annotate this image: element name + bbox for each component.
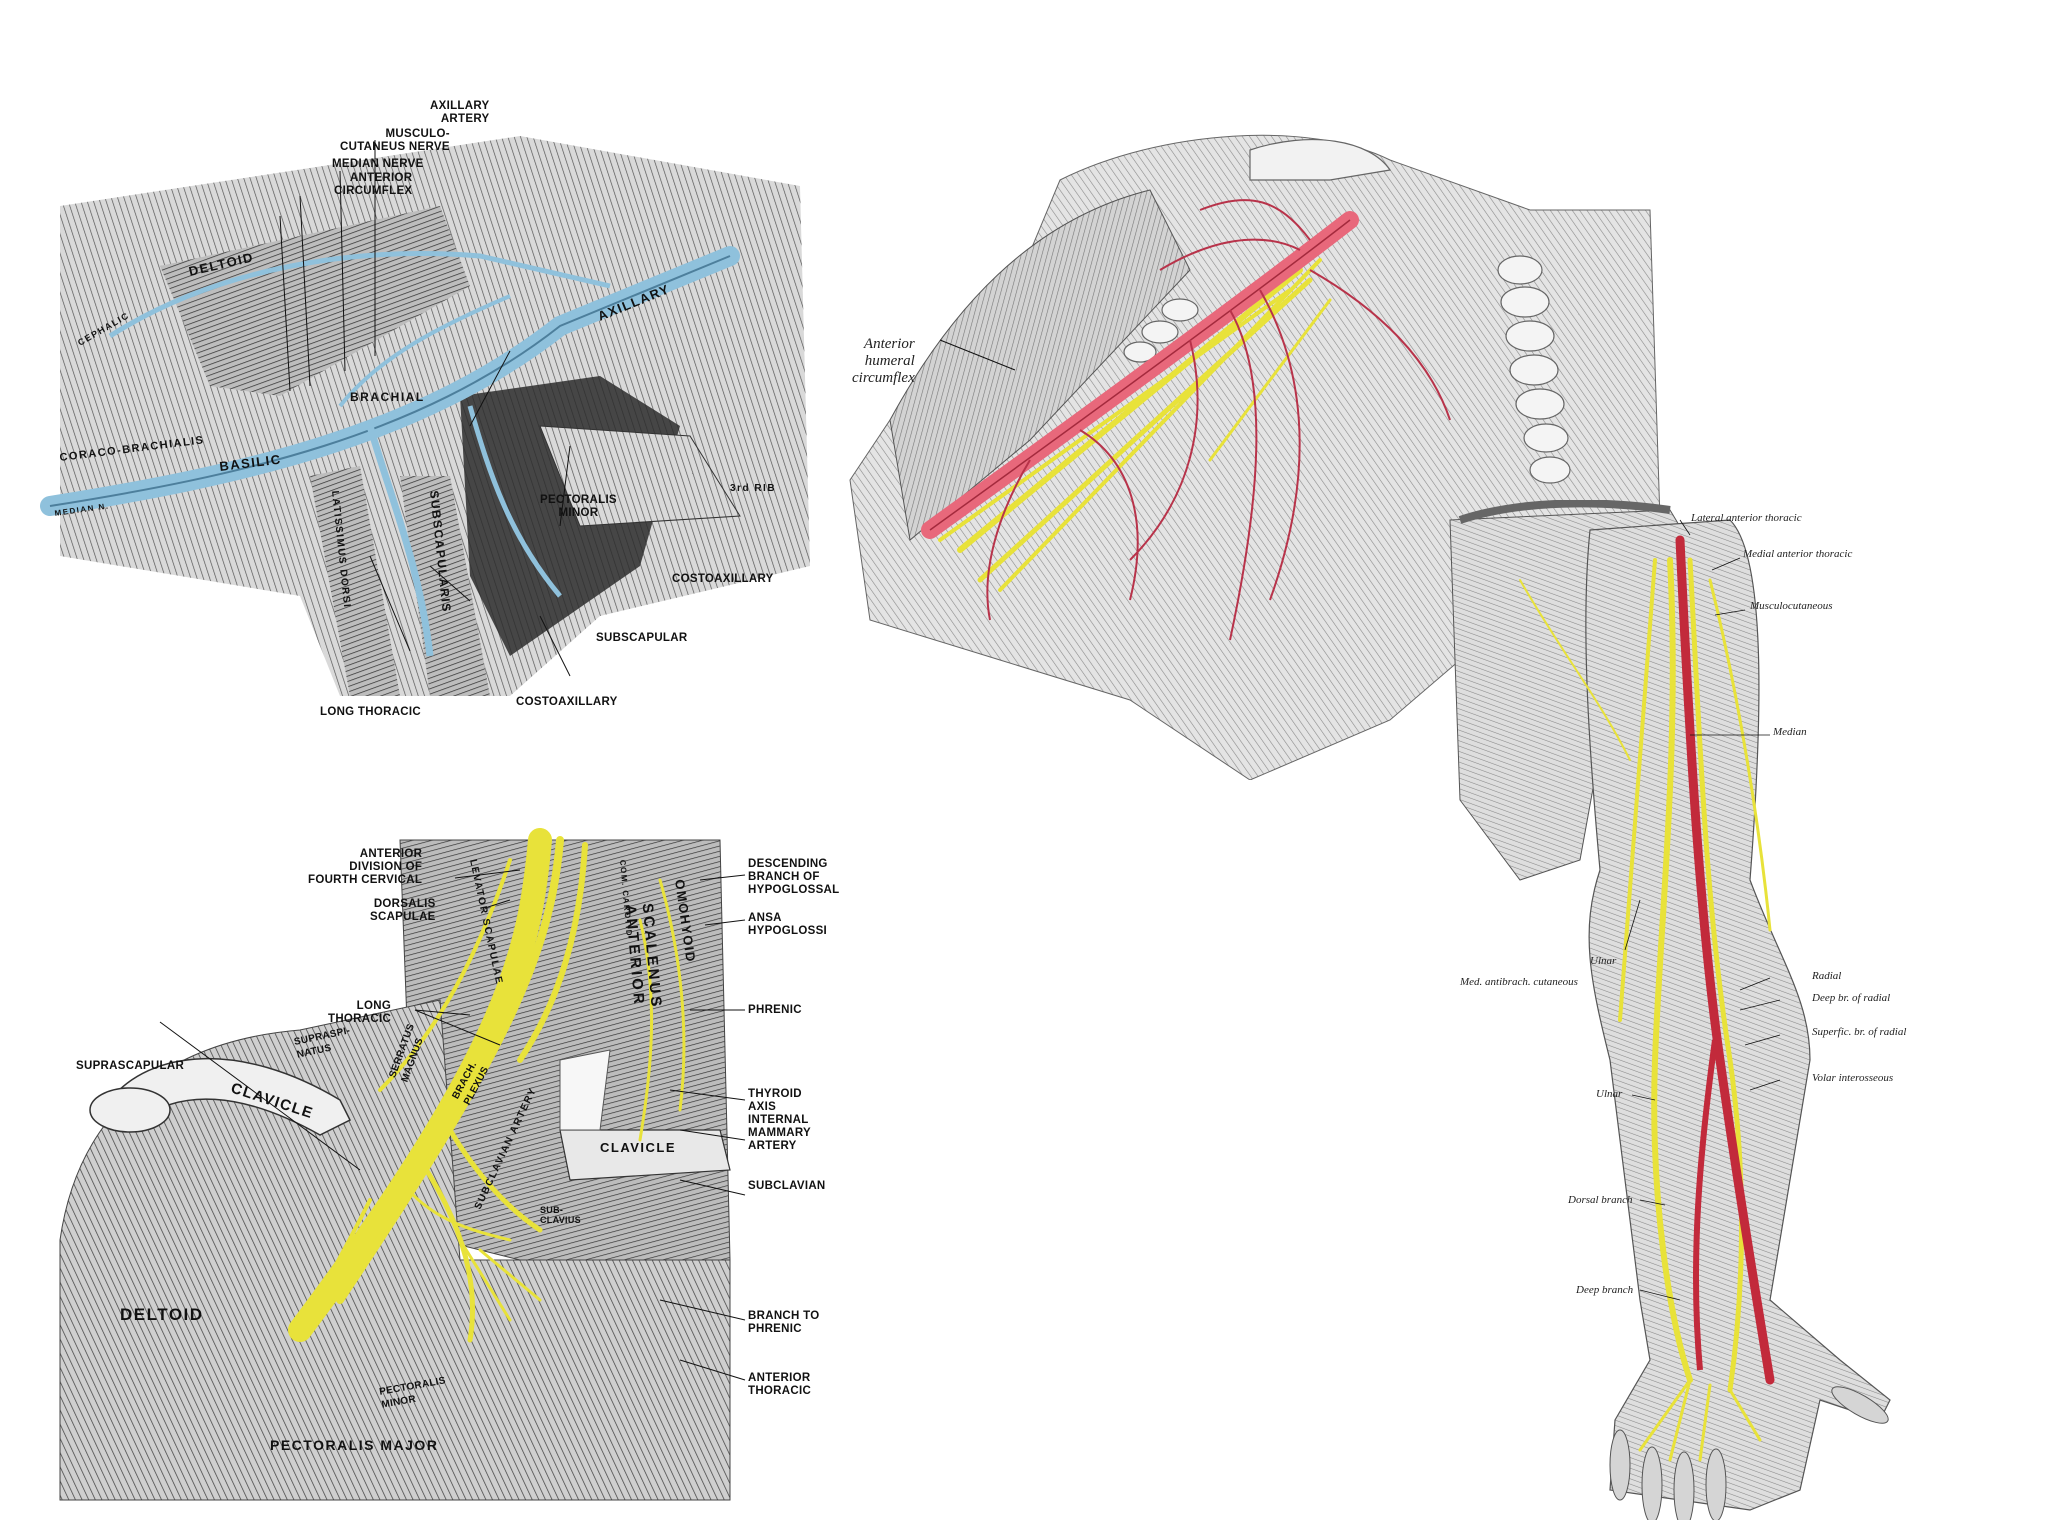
fingers <box>1609 1386 1889 1520</box>
clavicle-top <box>1458 500 1671 524</box>
brachial-plexus-nerves <box>938 258 1332 592</box>
label-radial: Radial <box>1812 970 1842 982</box>
label-anterior-humeral-circumflex: Anterior humeral circumflex <box>852 336 915 386</box>
label-pectoralis-major: PECTORALIS MAJOR <box>270 1437 438 1453</box>
label-subscapular: SUBSCAPULAR <box>596 632 688 644</box>
label-descending-branch: DESCENDING BRANCH OF HYPOGLOSSAL <box>748 858 840 896</box>
label-deep-branch: Deep branch <box>1576 1284 1634 1296</box>
deltoid-region <box>889 189 1191 541</box>
arm-illustration <box>1449 500 1891 1520</box>
label-ansa-hypoglossi: ANSA HYPOGLOSSI <box>748 912 828 937</box>
label-ulnar-lower: Ulnar <box>1596 1088 1623 1100</box>
label-thyroid-axis: THYROID AXIS <box>748 1088 802 1113</box>
vein-outline <box>49 255 731 507</box>
label-axillary-artery: AXILLARY ARTERY <box>430 100 490 125</box>
axilla-illustration: DELTOID CEPHALIC AXILLARY BRACHIAL CORAC… <box>40 136 810 696</box>
label-dorsal-branch: Dorsal branch <box>1568 1194 1633 1206</box>
label-branch-to-phrenic: BRANCH TO PHRENIC <box>748 1310 820 1335</box>
label-clavicle-right: CLAVICLE <box>600 1140 676 1155</box>
label-median-nerve: MEDIAN NERVE <box>332 158 424 170</box>
label-medial-anterior-thoracic: Medial anterior thoracic <box>1743 548 1853 560</box>
label-costoaxillary-bottom: COSTOAXILLARY <box>516 696 618 708</box>
label-superfic-br-radial: Superfic. br. of radial <box>1812 1026 1907 1038</box>
label-costoaxillary-right: COSTOAXILLARY <box>672 573 774 585</box>
arm-outline <box>1585 519 1891 1511</box>
subscapularis-muscle <box>400 476 490 696</box>
label-median: Median <box>1773 726 1807 738</box>
clavicle-end <box>89 1087 171 1133</box>
ulnar-artery <box>1692 1039 1718 1371</box>
costoaxillary-vein <box>467 405 562 598</box>
brachial-radial-artery <box>1675 535 1775 1385</box>
leader-lines <box>159 869 746 1381</box>
label-brachial: BRACHIAL <box>350 390 425 404</box>
label-musculocutaneous: Musculocutaneous <box>1750 600 1833 612</box>
figure-brachial-plexus: DELTOID PECTORALIS MAJOR CLAVICLE CLAVIC… <box>40 800 860 1520</box>
subscapular-vein <box>366 425 434 657</box>
label-long-thoracic: LONG THORACIC <box>320 706 422 718</box>
artery-branches <box>986 199 1451 641</box>
clavicle-shape <box>1249 139 1392 181</box>
label-subclavius: SUB- CLAVIUS <box>540 1205 581 1225</box>
label-ulnar-upper: Ulnar <box>1590 955 1617 967</box>
latissimus-dorsi-muscle <box>310 466 400 696</box>
label-dorsalis-scapulae: DORSALIS SCAPULAE <box>370 898 436 923</box>
leader-lines <box>279 140 571 677</box>
circumflex-vein <box>338 294 511 408</box>
figure-arm-nerves: Lateral anterior thoracic Medial anterio… <box>1440 500 1990 1520</box>
label-anterior-circumflex: ANTERIOR CIRCUMFLEX <box>334 172 413 197</box>
label-anterior-thoracic: ANTERIOR THORACIC <box>748 1372 812 1397</box>
pectoralis-minor-muscle <box>539 425 741 527</box>
label-phrenic: PHRENIC <box>748 1004 802 1016</box>
label-med-antibrach-cutaneous: Med. antibrach. cutaneous <box>1460 976 1578 988</box>
lymph-lobules <box>1123 255 1571 484</box>
brachial-plexus-illustration: DELTOID PECTORALIS MAJOR CLAVICLE CLAVIC… <box>59 828 746 1501</box>
scalenus-tendon <box>559 1049 611 1131</box>
figure-axilla-veins: DELTOID CEPHALIC AXILLARY BRACHIAL CORAC… <box>40 96 840 756</box>
arm-nerves <box>1519 557 1772 1462</box>
label-lateral-anterior-thoracic: Lateral anterior thoracic <box>1691 512 1802 524</box>
label-internal-mammary: INTERNAL MAMMARY ARTERY <box>748 1114 811 1152</box>
label-deltoid: DELTOID <box>120 1305 204 1324</box>
cephalic-vein <box>108 251 611 339</box>
label-musculocutaneous-nerve: MUSCULO- CUTANEUS NERVE <box>340 128 450 153</box>
label-volar-interosseous: Volar interosseous <box>1812 1072 1894 1084</box>
label-pectoralis-minor: PECTORALIS MINOR <box>540 494 617 519</box>
label-anterior-division: ANTERIOR DIVISION OF FOURTH CERVICAL <box>308 848 423 886</box>
label-long-thoracic: LONG THORACIC <box>328 1000 392 1025</box>
brachial-plexus <box>288 828 686 1343</box>
leader-lines <box>1624 519 1781 1301</box>
label-subclavian: SUBCLAVIAN <box>748 1180 826 1192</box>
clavicle-bone <box>108 1057 352 1136</box>
leader-line <box>939 339 1016 371</box>
label-third-rib: 3rd RIB <box>730 483 776 494</box>
artery-outline <box>929 219 1351 531</box>
label-deep-br-radial: Deep br. of radial <box>1812 992 1891 1004</box>
clavicle-cut <box>559 1129 731 1181</box>
label-suprascapular: SUPRASCAPULAR <box>76 1060 185 1072</box>
